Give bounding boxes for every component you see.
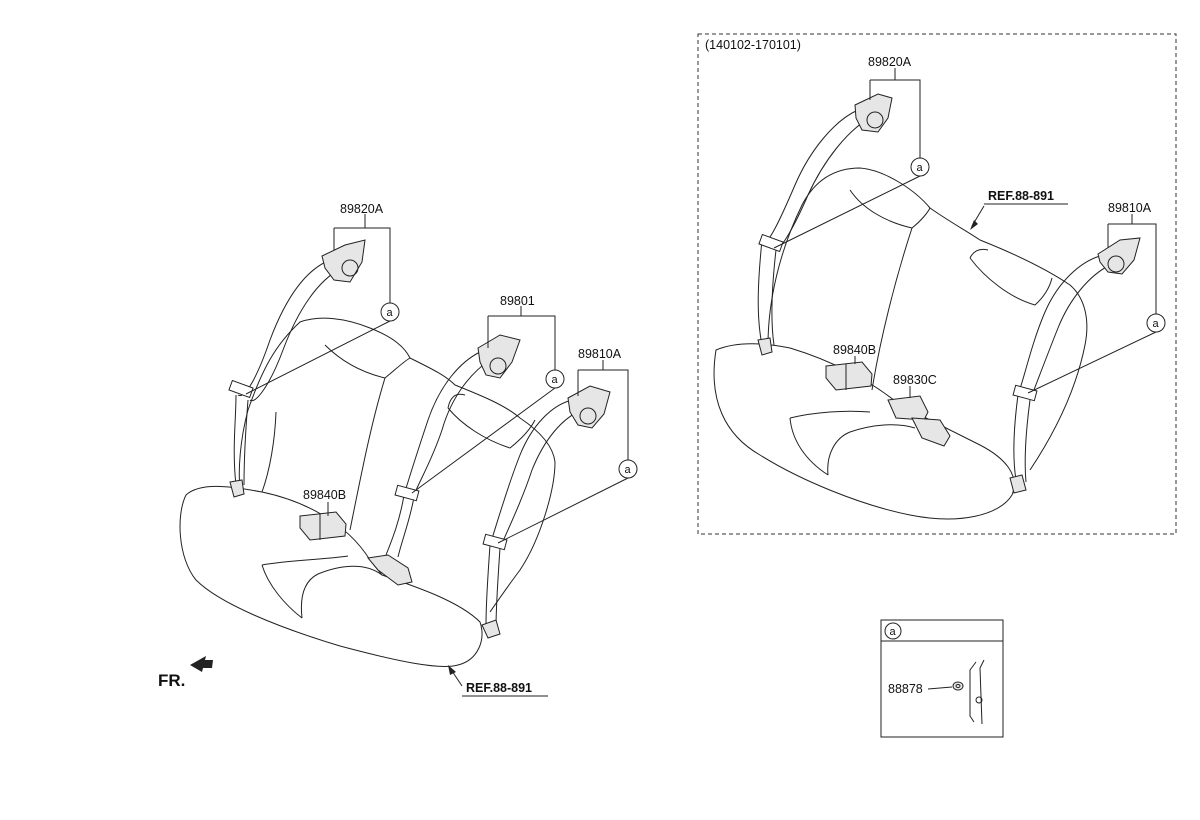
detail-washer-88878 bbox=[952, 681, 964, 691]
detail-label-88878: 88878 bbox=[888, 682, 923, 696]
inset-label-89830C: 89830C bbox=[893, 373, 937, 387]
main-buckle-89840B bbox=[299, 511, 347, 541]
main-right-retractor bbox=[567, 385, 611, 429]
inset-left-retractor bbox=[854, 93, 893, 133]
main-seat-cushion bbox=[179, 485, 483, 667]
inset-left-belt-guide bbox=[758, 233, 784, 253]
main-right-belt-guide bbox=[482, 533, 508, 551]
main-center-buckle bbox=[367, 554, 413, 586]
main-label-89810A: 89810A bbox=[578, 347, 622, 361]
svg-text:a: a bbox=[552, 374, 559, 386]
svg-text:a: a bbox=[387, 307, 394, 319]
svg-text:a: a bbox=[1153, 318, 1160, 330]
main-center-belt-guide bbox=[394, 484, 420, 502]
inset-circle-mark-1: a bbox=[910, 157, 930, 177]
main-label-89820A: 89820A bbox=[340, 202, 384, 216]
detail-pillar bbox=[969, 659, 985, 725]
inset-buckle-89840B bbox=[825, 361, 873, 391]
main-circle-mark-3: a bbox=[618, 459, 638, 479]
main-seat-back bbox=[238, 317, 556, 613]
front-arrow-icon bbox=[190, 656, 213, 672]
svg-text:a: a bbox=[917, 162, 924, 174]
inset-label-89820A: 89820A bbox=[868, 55, 912, 69]
main-circle-mark-1: a bbox=[380, 302, 400, 322]
left-seatbelt bbox=[228, 239, 366, 498]
inset-frame bbox=[697, 33, 1177, 535]
detail-box bbox=[880, 619, 1004, 738]
inset-label-89810A: 89810A bbox=[1108, 201, 1152, 215]
inset-right-belt-guide bbox=[1012, 384, 1038, 402]
detail-circle-mark: a bbox=[884, 622, 902, 640]
inset-circle-mark-2: a bbox=[1146, 313, 1166, 333]
main-ref-label: REF.88-891 bbox=[466, 681, 532, 695]
front-label: FR. bbox=[158, 671, 185, 690]
main-circle-mark-2: a bbox=[545, 369, 565, 389]
right-seatbelt bbox=[481, 385, 611, 639]
main-seat-assembly bbox=[179, 214, 629, 697]
inset-buckle-89830C bbox=[887, 395, 929, 421]
main-label-89801: 89801 bbox=[500, 294, 535, 308]
main-label-89840B: 89840B bbox=[303, 488, 346, 502]
inset-ref-label: REF.88-891 bbox=[988, 189, 1054, 203]
main-left-belt-guide bbox=[228, 379, 254, 399]
inset-date-range: (140102-170101) bbox=[705, 38, 801, 52]
svg-text:a: a bbox=[625, 464, 632, 476]
inset-label-89840B: 89840B bbox=[833, 343, 876, 357]
main-center-retractor bbox=[477, 334, 521, 379]
main-left-retractor bbox=[321, 239, 366, 283]
inset-seat-assembly bbox=[713, 68, 1157, 520]
svg-text:a: a bbox=[890, 626, 897, 638]
